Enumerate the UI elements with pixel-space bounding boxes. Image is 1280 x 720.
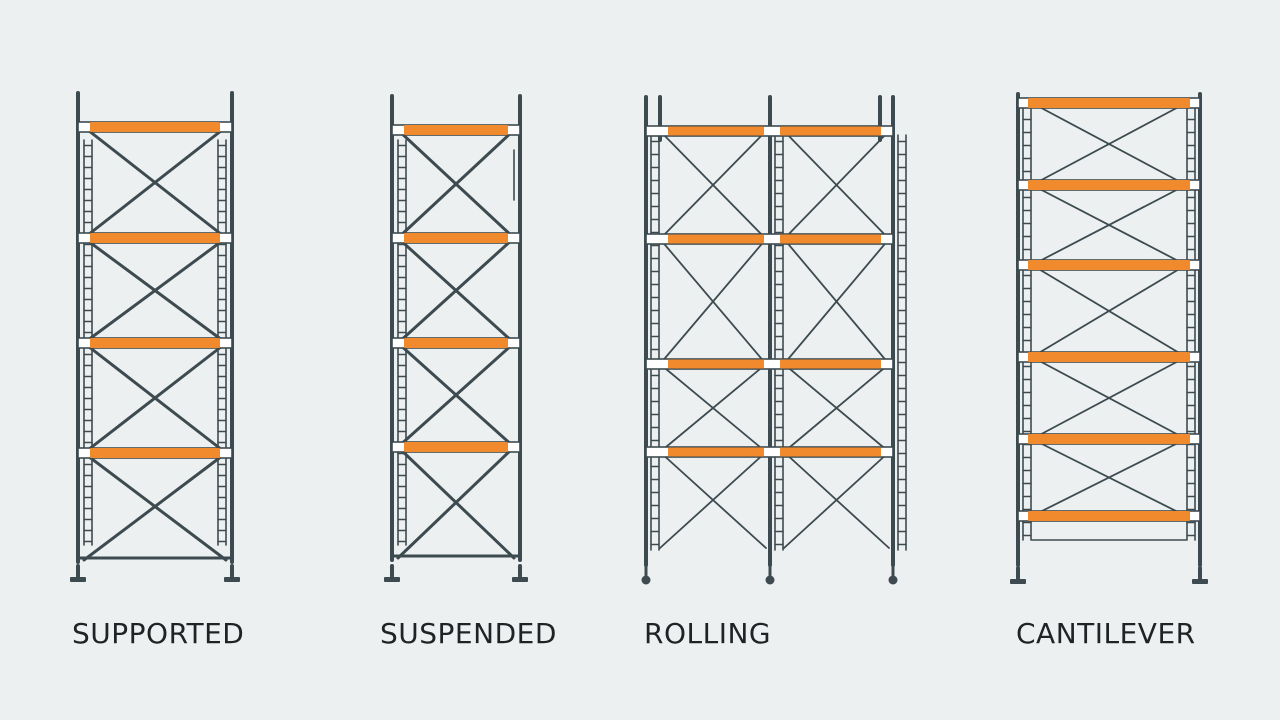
plank xyxy=(404,233,508,243)
cross-brace xyxy=(659,363,767,453)
ledger-beam xyxy=(645,125,894,137)
label-rolling: ROLLING xyxy=(644,617,772,650)
cross-brace xyxy=(82,236,228,345)
base-plate xyxy=(224,577,240,582)
caster-wheel-icon xyxy=(888,575,898,585)
plank xyxy=(780,126,881,136)
base-plate xyxy=(384,577,400,582)
supported-scaffold xyxy=(70,91,240,582)
cross-brace xyxy=(659,130,767,240)
plank xyxy=(1028,352,1190,362)
base-plate xyxy=(1010,579,1026,584)
cross-brace xyxy=(82,341,228,455)
plank xyxy=(1028,98,1190,108)
cross-brace xyxy=(396,236,516,345)
cross-brace xyxy=(1031,438,1187,517)
cross-brace xyxy=(783,451,890,549)
cross-brace xyxy=(396,445,516,560)
cross-brace xyxy=(783,130,890,240)
cross-brace xyxy=(396,128,516,240)
plank xyxy=(780,447,881,457)
plank xyxy=(780,359,881,369)
cross-brace xyxy=(1031,264,1187,358)
cross-brace xyxy=(1031,102,1187,186)
rolling-scaffold xyxy=(641,95,907,585)
plank xyxy=(90,233,220,243)
cross-brace xyxy=(396,341,516,449)
plank xyxy=(404,338,508,348)
label-cantilever: CANTILEVER xyxy=(1016,617,1196,650)
plank xyxy=(668,126,764,136)
cross-brace xyxy=(82,451,228,562)
base-plate xyxy=(1192,579,1208,584)
ledger-beam xyxy=(645,446,894,458)
cross-brace xyxy=(82,125,228,240)
caster-wheel-icon xyxy=(765,575,775,585)
plank xyxy=(1028,434,1190,444)
base-plate xyxy=(70,577,86,582)
suspended-scaffold xyxy=(384,94,528,582)
plank xyxy=(404,442,508,452)
cross-brace xyxy=(783,363,890,453)
cantilever-scaffold xyxy=(1010,92,1208,584)
ledger-beam xyxy=(645,233,894,245)
ledger-beam xyxy=(645,358,894,370)
cross-brace xyxy=(1031,356,1187,440)
label-supported: SUPPORTED xyxy=(72,617,245,650)
plank xyxy=(668,234,764,244)
cross-brace xyxy=(783,238,890,365)
plank xyxy=(668,447,764,457)
base-plate xyxy=(512,577,528,582)
caster-wheel-icon xyxy=(641,575,651,585)
plank xyxy=(90,338,220,348)
cross-brace xyxy=(1031,184,1187,266)
plank xyxy=(780,234,881,244)
label-suspended: SUSPENDED xyxy=(380,617,557,650)
plank xyxy=(90,122,220,132)
plank xyxy=(90,448,220,458)
plank xyxy=(1028,260,1190,270)
plank xyxy=(1028,180,1190,190)
cross-brace xyxy=(659,451,767,549)
plank xyxy=(668,359,764,369)
cross-brace xyxy=(659,238,767,365)
plank xyxy=(1028,511,1190,521)
plank xyxy=(404,125,508,135)
